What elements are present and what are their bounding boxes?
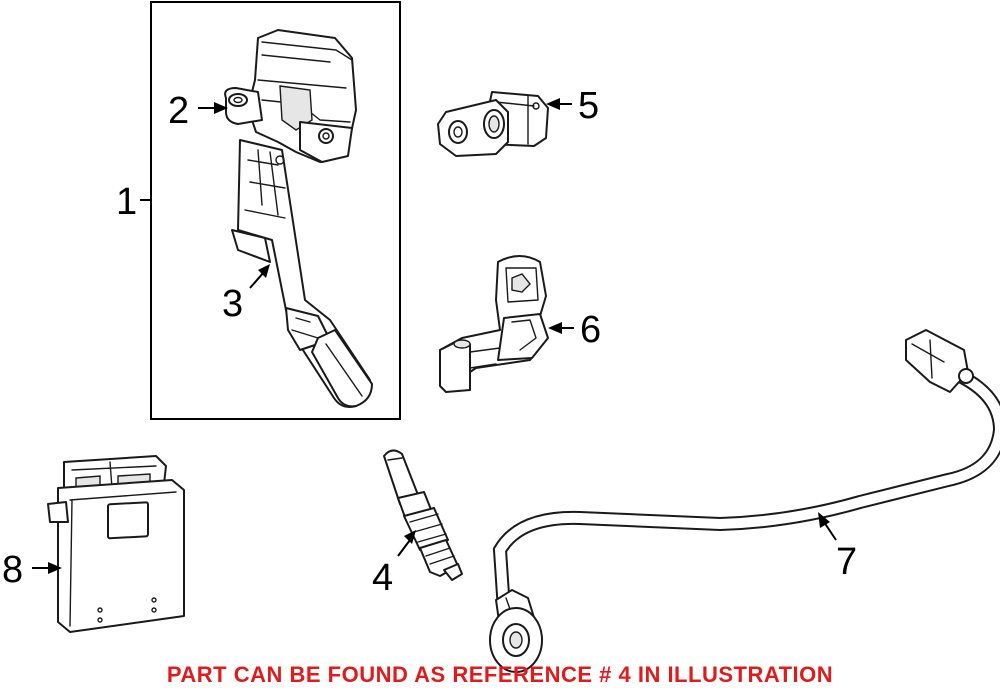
callout-7: 7 — [836, 541, 857, 583]
reference-note: PART CAN BE FOUND AS REFERENCE # 4 IN IL… — [167, 662, 833, 687]
spark-plug[interactable] — [383, 449, 463, 581]
callout-5: 5 — [578, 85, 599, 127]
callout-3: 3 — [222, 283, 243, 325]
leader-lines — [32, 98, 837, 574]
callout-4: 4 — [372, 557, 393, 599]
callout-1: 1 — [116, 181, 137, 223]
engine-control-module[interactable] — [47, 455, 185, 633]
crankshaft-position-sensor[interactable] — [439, 255, 549, 393]
callout-8: 8 — [2, 549, 23, 591]
ignition-coil[interactable] — [224, 29, 373, 408]
knock-sensor[interactable] — [489, 329, 1000, 673]
camshaft-position-sensor[interactable] — [437, 91, 549, 157]
callout-2: 2 — [168, 90, 189, 132]
callout-6: 6 — [580, 309, 601, 351]
ignition-coil-group-box — [150, 1, 401, 420]
